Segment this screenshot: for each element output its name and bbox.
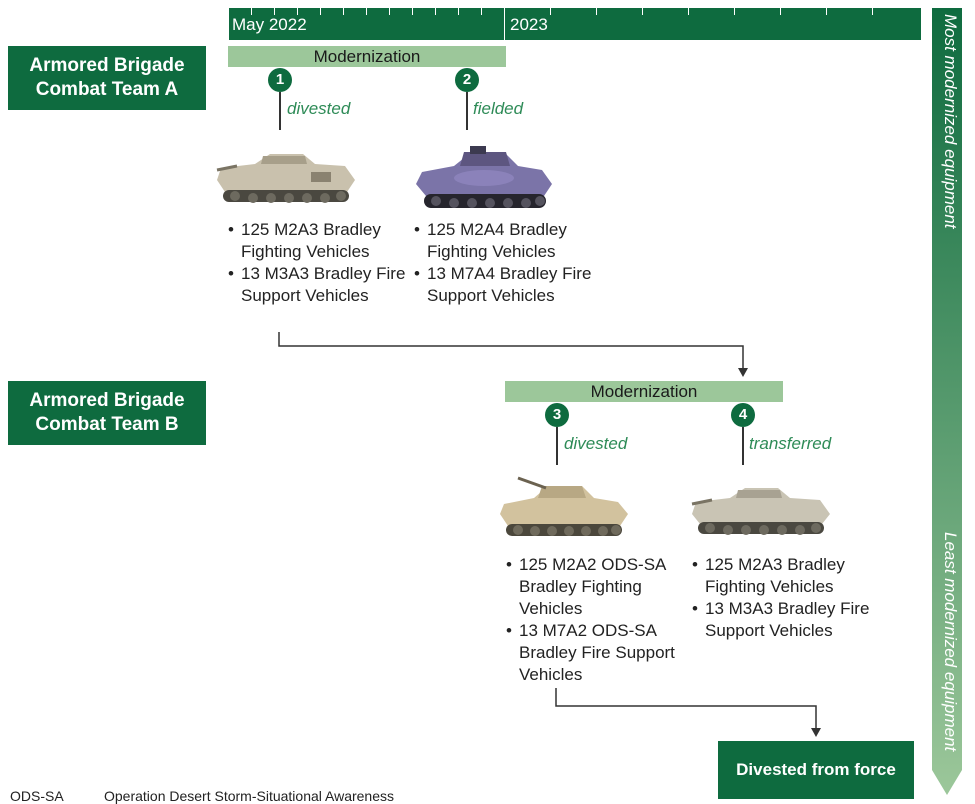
- timeline-tick: [343, 8, 344, 15]
- timeline-tick: [251, 8, 252, 15]
- timeline-tick: [734, 8, 735, 15]
- footnote-abbr: ODS-SA: [10, 788, 64, 804]
- timeline-tick: [297, 8, 298, 15]
- step-3-connector: [556, 427, 558, 465]
- timeline-bar: May 2022 2023: [228, 8, 921, 40]
- list-item: 13 M7A2 ODS-SA Bradley Fire Support Vehi…: [506, 620, 686, 686]
- team-b-line1: Armored Brigade: [29, 390, 185, 411]
- transfer-arrow-a-to-b: [278, 332, 748, 377]
- timeline-tick: [228, 8, 229, 40]
- timeline-tick: [320, 8, 321, 15]
- timeline-tick: [435, 8, 436, 15]
- modernization-bar-b: Modernization: [505, 381, 783, 402]
- list-item: 125 M2A2 ODS-SA Bradley Fighting Vehicle…: [506, 554, 686, 620]
- modernization-gradient-arrow: [932, 8, 962, 795]
- timeline-tick: [688, 8, 689, 15]
- divested-from-force-box: Divested from force: [718, 741, 914, 799]
- bradley-m2a4-icon: [416, 146, 552, 208]
- list-item: 13 M3A3 Bradley Fire Support Vehicles: [228, 263, 408, 307]
- step-1-circle: 1: [268, 68, 292, 92]
- step-2-circle: 2: [455, 68, 479, 92]
- timeline-2023-label: 2023: [510, 15, 548, 34]
- list-item: 125 M2A4 Bradley Fighting Vehicles: [414, 219, 594, 263]
- timeline-tick: [550, 8, 551, 15]
- timeline-tick: [366, 8, 367, 15]
- timeline-tick: [596, 8, 597, 15]
- step-1-status: divested: [287, 99, 351, 118]
- least-modernized-label: Least modernized equipment: [941, 532, 960, 752]
- footnote-definition: Operation Desert Storm-Situational Aware…: [104, 788, 394, 804]
- step-3-bullets: 125 M2A2 ODS-SA Bradley Fighting Vehicle…: [506, 554, 686, 686]
- list-item: 125 M2A3 Bradley Fighting Vehicles: [228, 219, 408, 263]
- bradley-m2a2-icon: [500, 476, 628, 536]
- bradley-m2a3-icon: [691, 488, 830, 535]
- timeline-start-label: May 2022: [232, 15, 307, 34]
- step-4-circle: 4: [731, 403, 755, 427]
- timeline-tick: [389, 8, 390, 15]
- team-b-line2: Combat Team B: [35, 414, 179, 435]
- team-a-box: Armored Brigade Combat Team A: [8, 46, 206, 110]
- step-4-connector: [742, 427, 744, 465]
- team-a-line2: Combat Team A: [35, 79, 179, 100]
- step-2-bullets: 125 M2A4 Bradley Fighting Vehicles 13 M7…: [414, 219, 594, 307]
- timeline-tick: [780, 8, 781, 15]
- timeline-tick: [504, 8, 505, 40]
- most-modernized-label: Most modernized equipment: [941, 14, 960, 229]
- timeline-tick: [458, 8, 459, 15]
- step-3-circle: 3: [545, 403, 569, 427]
- bradley-m2a3-icon: [216, 154, 355, 203]
- timeline-tick: [412, 8, 413, 15]
- step-4-status: transferred: [749, 434, 832, 453]
- list-item: 13 M7A4 Bradley Fire Support Vehicles: [414, 263, 594, 307]
- timeline-tick: [872, 8, 873, 15]
- step-1-connector: [279, 92, 281, 130]
- step-1-bullets: 125 M2A3 Bradley Fighting Vehicles 13 M3…: [228, 219, 408, 307]
- timeline-tick: [481, 8, 482, 15]
- list-item: 13 M3A3 Bradley Fire Support Vehicles: [692, 598, 872, 642]
- modernization-bar-a: Modernization: [228, 46, 506, 67]
- team-a-line1: Armored Brigade: [29, 55, 185, 76]
- step-2-status: fielded: [473, 99, 524, 118]
- step-2-connector: [466, 92, 468, 130]
- step-4-bullets: 125 M2A3 Bradley Fighting Vehicles 13 M3…: [692, 554, 872, 642]
- list-item: 125 M2A3 Bradley Fighting Vehicles: [692, 554, 872, 598]
- timeline-tick: [274, 8, 275, 15]
- timeline-tick: [642, 8, 643, 15]
- timeline-tick: [826, 8, 827, 15]
- step-3-status: divested: [564, 434, 628, 453]
- team-b-box: Armored Brigade Combat Team B: [8, 381, 206, 445]
- divest-arrow: [555, 688, 821, 737]
